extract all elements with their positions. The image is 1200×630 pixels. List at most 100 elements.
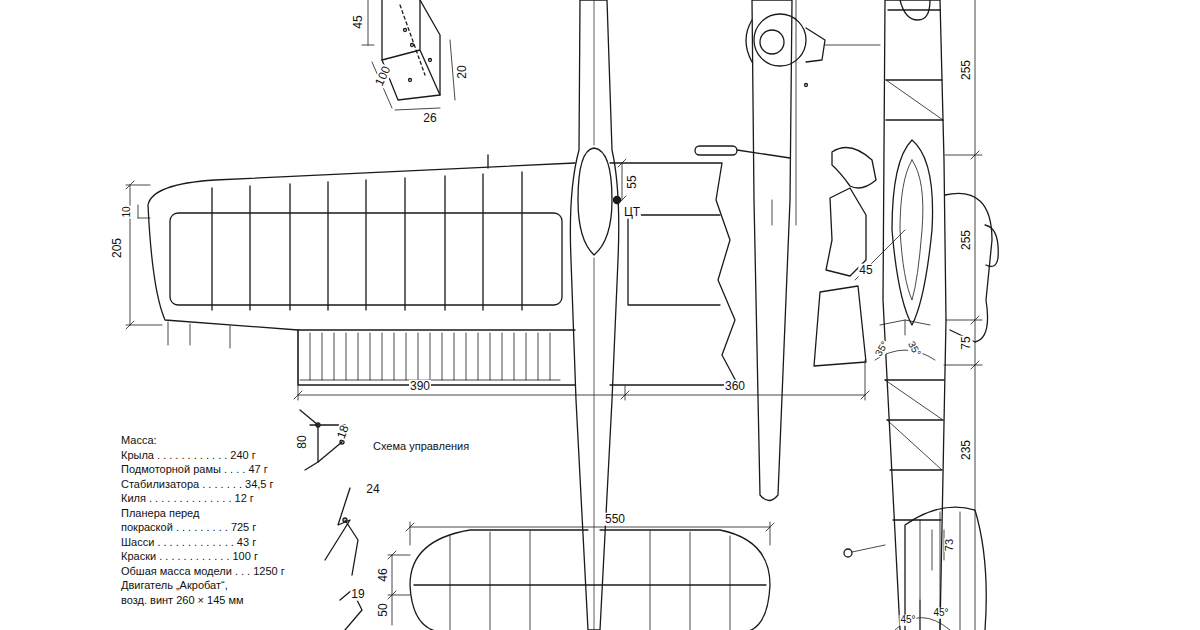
stabilizer-plan-part [450,531,730,630]
mass-row: Подмоторной рамы . . . . 47 г [120,464,269,476]
angle-label: 45 [858,264,873,277]
detail-block-part [382,0,440,95]
dimension: 550 [604,513,626,526]
wing-plan-part [487,155,488,168]
side-dimension-lines [944,0,982,630]
fuselage-side-view-part [932,530,933,570]
detail-block-part [411,44,414,47]
dimension: 18 [334,423,351,442]
control-scheme-part [345,520,358,575]
side-dimension-lines-part [944,0,982,630]
dimension: 235 [960,439,973,461]
fuselage-top-view-part [746,20,825,62]
detail-block-part [382,0,440,100]
fuselage-side-view [844,0,998,630]
dimension: 46 [377,567,390,582]
dimension: 50 [377,602,390,617]
wing-plan-part [310,333,550,380]
fuselage-side-view-part [852,545,885,552]
dimension: 26 [422,112,437,125]
dimension: 255 [960,229,973,251]
dimension: 55 [626,174,639,189]
dimension: 45 [352,14,365,29]
fuselage-plan [570,0,620,630]
fuselage-side-view-part [844,549,852,557]
control-scheme-part [343,518,347,522]
fuselage-side-view-part [905,507,986,630]
fuselage-top-view-part [825,45,880,46]
dimension-lines-part [388,551,410,625]
fuselage-side-view-part [885,10,944,520]
fuselage-top-view-part [805,84,808,87]
dimension-lines-part [138,205,150,218]
mass-row: покраской . . . . . . . . . 725 г [120,522,257,534]
fuselage-top-view-part [737,150,790,158]
control-scheme-part [316,423,320,427]
fuselage-side-view-part [900,0,930,20]
wing-plan-part [212,172,522,310]
fuselage-top-view-part [760,30,784,54]
engine-note: возд. винт 260 × 145 мм [120,595,245,607]
fuselage-side-view-part [892,140,933,325]
dimension: 80 [296,434,309,449]
detail-block [362,0,455,110]
dimension: 100 [373,63,394,88]
fuselage-top-view-part [754,14,806,66]
mass-row: Планера перед [120,508,200,520]
fuselage-top-view [695,0,880,501]
fuselage-plan-part [578,148,612,255]
stabilizer-plan-part [600,530,770,630]
detail-block-part [400,5,425,75]
mass-row: Краски . . . . . . . . . . . . 100 г [120,551,259,563]
dimension-lines-part [298,330,865,400]
angle-label: 35° [873,339,891,359]
scheme-caption: Схема управления [372,441,470,453]
mass-row: Обшая масса модели . . . 1250 г [120,566,286,578]
stabilizer-plan [410,530,770,630]
cg-mark: ЦТ [623,206,641,219]
fuselage-side-view-part [855,230,905,280]
wing-plan-part [148,163,575,385]
fuselage-side-view-part [880,320,930,335]
angle-label: 45° [932,608,949,619]
dimension: 19 [350,588,365,601]
fuselage-side-view-part [985,225,998,266]
dimension: 255 [960,59,973,81]
dimension: 75 [960,335,973,350]
control-scheme-part [325,488,350,560]
fuselage-side-view-part [900,160,923,300]
fuselage-side-view-part [885,80,943,470]
wing-plan [148,155,738,385]
mass-row: Шасси . . . . . . . . . . . . . 43 г [120,537,257,549]
fuselage-side-view-part [920,600,921,630]
mass-heading: Масса: [120,435,158,447]
dimension: 24 [365,483,380,496]
engine-note: Двигатель „Акробат“, [120,580,229,592]
fuselage-plan-part [570,0,618,630]
dimension: 205 [111,237,124,259]
angle-label: 35° [905,339,923,359]
detail-block-part [404,29,407,32]
detail-block-part [372,40,455,110]
detail-block-part [409,79,412,82]
model-plane-drawing-part [126,0,998,630]
dimension-lines-part [126,181,162,329]
stabilizer-plan-part [410,530,588,630]
angle-label: 45° [899,615,916,626]
stabilizer-plan-part [414,584,766,585]
wing-plan-part [610,163,738,385]
fuselage-plan-part [594,0,595,630]
mass-row: Крыла . . . . . . . . . . . . 240 г [120,450,257,462]
dimension: 20 [456,64,469,79]
profile-templates-part [814,286,866,366]
profile-templates [814,148,876,367]
wing-plan-part [298,329,575,330]
profile-templates-part [832,148,876,189]
fuselage-top-view-part [772,0,796,225]
fuselage-top-view-part [752,0,792,501]
dimension: 10 [122,205,133,218]
detail-block-part [429,59,432,62]
